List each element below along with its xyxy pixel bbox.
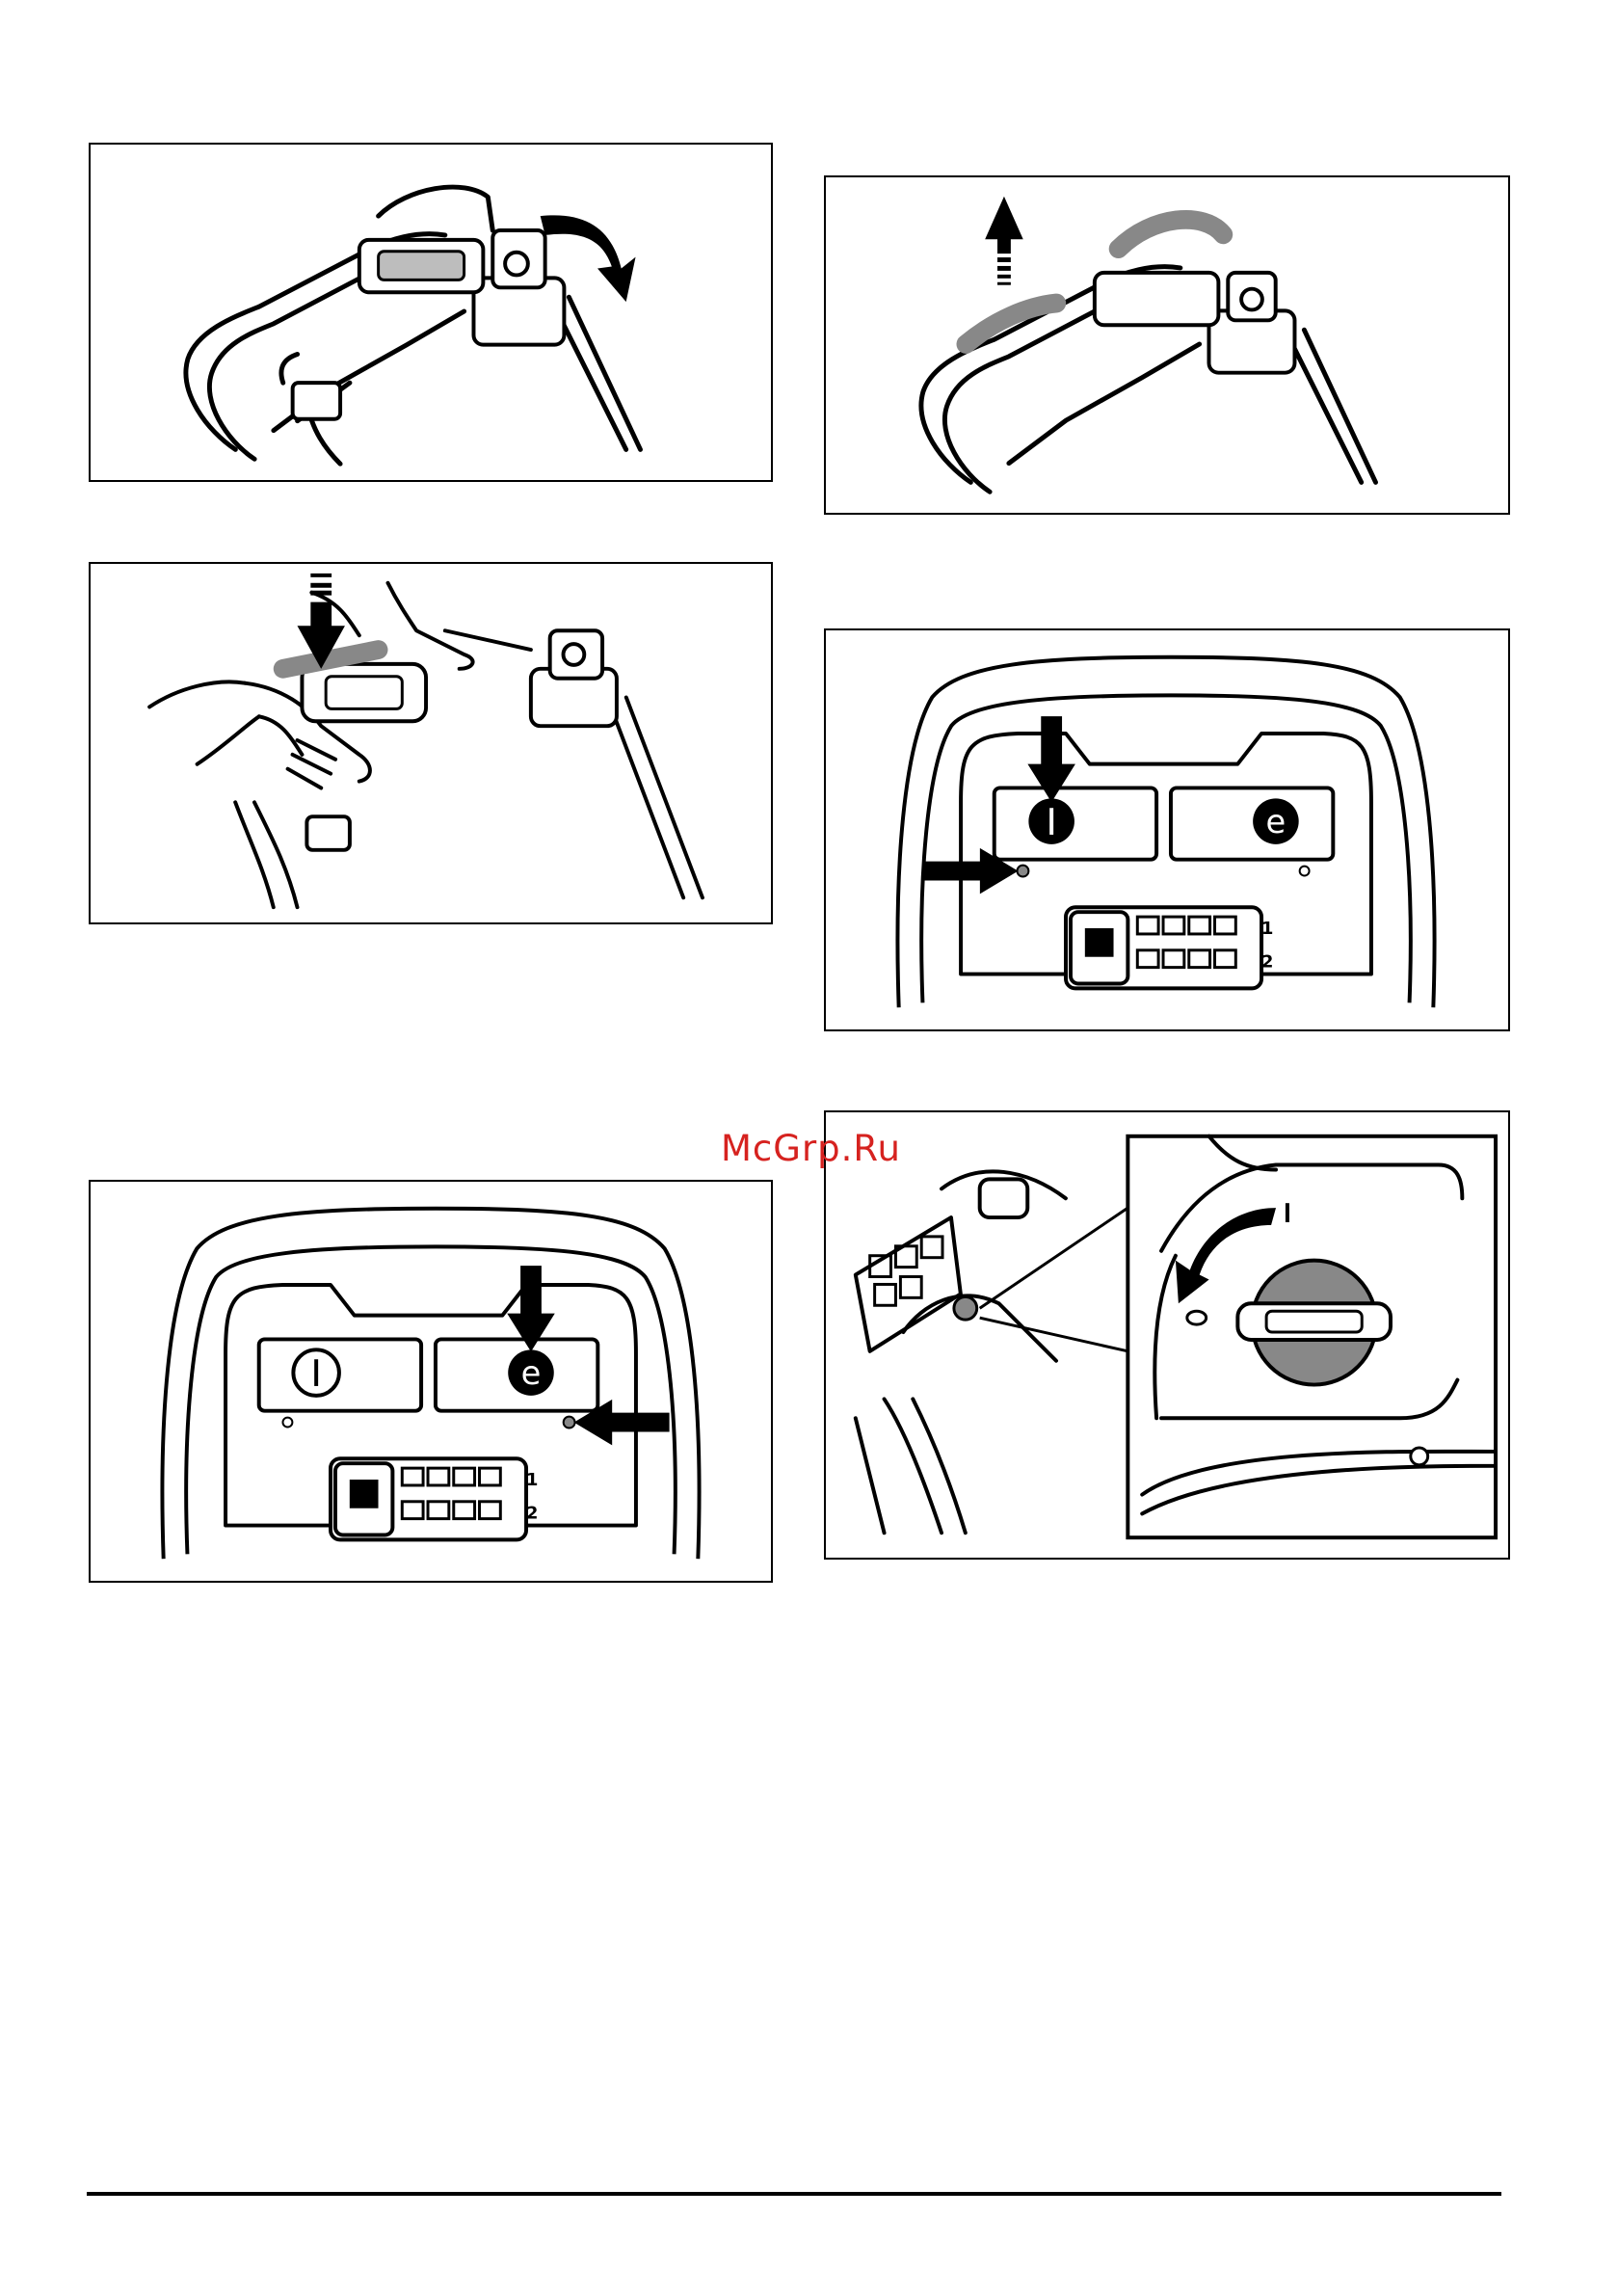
panel-start-illustration: e 1 2 [826,630,1508,1029]
handle-lever-illustration [91,145,771,480]
figure-hands-press-handle [89,562,773,924]
figure-handle-raise [824,175,1510,515]
panel-row2-label: 2 [526,1504,538,1524]
figure-knob-rotate [824,1110,1510,1560]
hands-press-illustration [91,564,771,922]
panel-eco-illustration: e 1 2 [91,1182,771,1581]
handle-raise-illustration [826,177,1508,513]
figure-handle-lever [89,143,773,482]
watermark-text: McGrp.Ru [721,1128,901,1169]
knob-rotate-illustration [826,1112,1508,1558]
svg-text:e: e [521,1354,542,1392]
figure-panel-eco-button: e 1 2 [89,1180,773,1583]
panel-row2-label: 2 [1261,952,1273,973]
panel-row1-label: 1 [526,1470,538,1490]
figure-panel-start-button: e 1 2 [824,628,1510,1031]
panel-row1-label: 1 [1261,919,1273,939]
svg-text:e: e [1266,803,1286,841]
bottom-rule [87,2192,1501,2196]
